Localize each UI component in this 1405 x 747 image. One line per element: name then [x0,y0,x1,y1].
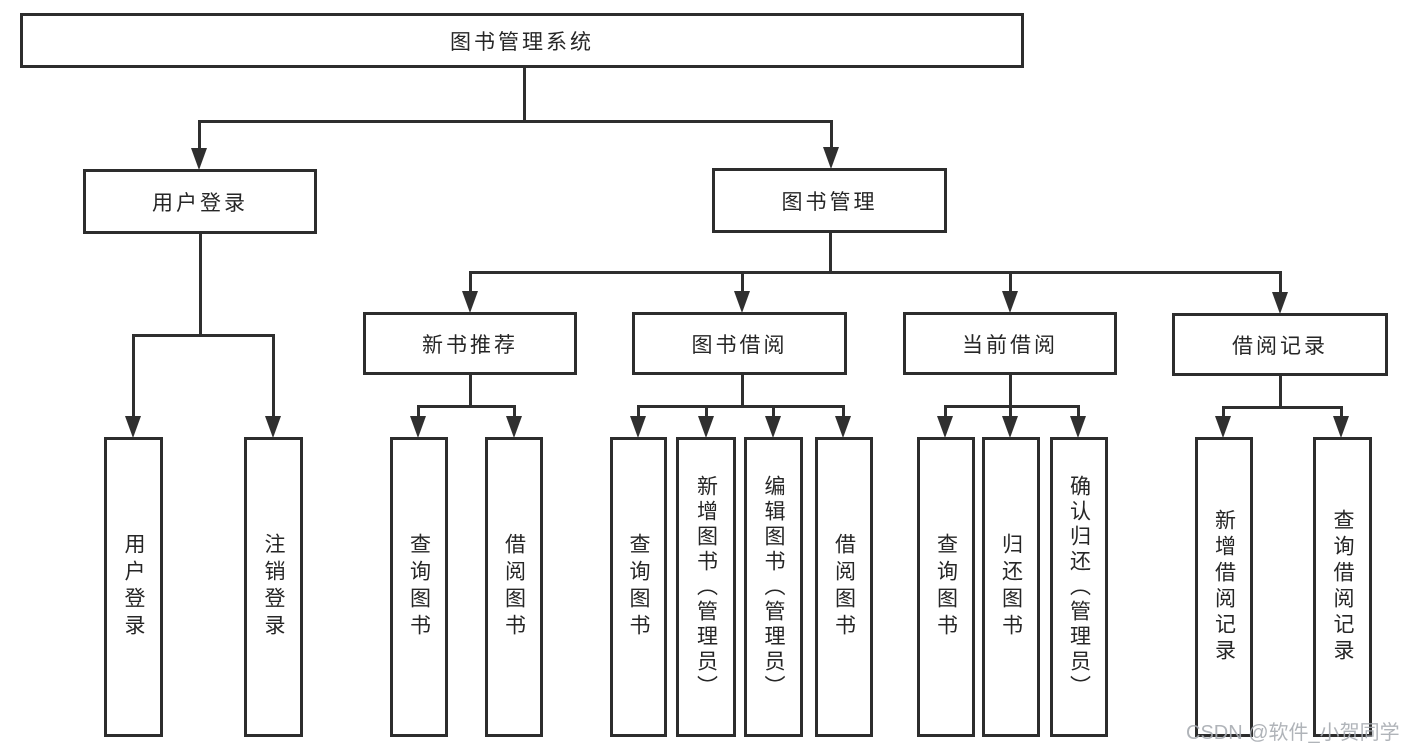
leaf-label: 编辑图书（管理员） [762,474,785,700]
node-book-management-label: 图书管理 [781,190,878,214]
leaf-label: 注销登录 [262,533,285,641]
arrow-down-icon [1070,416,1086,438]
edge-line [1222,406,1343,409]
edge-line [842,405,845,419]
leaf-label: 查询图书 [934,533,958,641]
node-book-borrowing-label: 图书借阅 [691,333,788,357]
arrow-down-icon [630,416,646,438]
leaf-add-books-admin: 新增图书（管理员） [676,437,736,737]
edge-line [944,405,1080,408]
edge-line [741,271,744,293]
edge-line [944,405,947,419]
leaf-logout: 注销登录 [244,437,303,737]
leaf-label: 用户登录 [122,533,145,641]
edge-line [829,231,832,273]
edge-line [1009,271,1012,293]
edge-line [132,334,135,417]
leaf-add-borrow-record: 新增借阅记录 [1195,437,1253,737]
arrow-down-icon [937,416,953,438]
leaf-label: 借阅图书 [832,533,856,641]
leaf-label: 查询借阅记录 [1331,509,1354,665]
leaf-query-borrow-record: 查询借阅记录 [1313,437,1372,737]
edge-line [132,334,275,337]
edge-line [1009,405,1012,419]
arrow-down-icon [410,416,426,438]
leaf-borrow-books-borrowing: 借阅图书 [815,437,873,737]
arrow-down-icon [698,416,714,438]
edge-line [417,405,516,408]
node-new-book-recommend-label: 新书推荐 [422,333,518,357]
arrow-down-icon [1272,292,1288,314]
node-root: 图书管理系统 [20,13,1024,68]
arrow-down-icon [191,148,207,170]
node-borrowing-records-label: 借阅记录 [1232,334,1328,358]
arrow-down-icon [265,416,281,438]
node-borrowing-records: 借阅记录 [1172,313,1388,376]
edge-line [272,334,275,417]
arrow-down-icon [462,291,478,313]
edge-line [830,120,833,152]
arrow-down-icon [1002,416,1018,438]
csdn-watermark: CSDN @软件_小贺同学 [1186,722,1400,744]
edge-line [1279,271,1282,293]
leaf-query-books-borrowing: 查询图书 [610,437,667,737]
leaf-label: 归还图书 [999,533,1023,641]
arrow-down-icon [1002,291,1018,313]
leaf-return-books: 归还图书 [982,437,1040,737]
node-book-management: 图书管理 [712,168,947,233]
edge-line [1279,374,1282,408]
edge-line [1077,405,1080,419]
arrow-down-icon [1215,416,1231,438]
arrow-down-icon [835,416,851,438]
edge-line [523,66,526,122]
leaf-user-login: 用户登录 [104,437,163,737]
arrow-down-icon [823,147,839,169]
edge-line [1009,373,1012,408]
node-current-borrowing-label: 当前借阅 [962,333,1058,357]
leaf-label: 新增图书（管理员） [694,474,718,700]
edge-line [772,405,775,419]
edge-line [198,120,201,152]
leaf-query-books-recommend: 查询图书 [390,437,448,737]
arrow-down-icon [506,416,522,438]
edge-line [1340,406,1343,419]
leaf-label: 新增借阅记录 [1212,509,1236,665]
edge-line [705,405,708,419]
leaf-label: 查询图书 [627,533,650,641]
node-user-login: 用户登录 [83,169,317,234]
edge-line [469,271,1282,274]
edge-line [637,405,640,419]
edge-line [469,271,472,293]
leaf-label: 确认归还（管理员） [1067,474,1091,700]
leaf-label: 查询图书 [407,533,431,641]
edge-line [1222,406,1225,419]
arrow-down-icon [125,416,141,438]
arrow-down-icon [1333,416,1349,438]
node-current-borrowing: 当前借阅 [903,312,1117,375]
leaf-borrow-books-recommend: 借阅图书 [485,437,543,737]
edge-line [741,373,744,408]
edge-line [469,373,472,408]
leaf-label: 借阅图书 [502,533,526,641]
edge-line [637,405,845,408]
arrow-down-icon [734,291,750,313]
node-user-login-label: 用户登录 [152,191,248,215]
node-root-label: 图书管理系统 [450,30,594,54]
edge-line [417,405,420,419]
edge-line [199,232,202,337]
arrow-down-icon [765,416,781,438]
leaf-edit-books-admin: 编辑图书（管理员） [744,437,803,737]
leaf-confirm-return-admin: 确认归还（管理员） [1050,437,1108,737]
node-new-book-recommend: 新书推荐 [363,312,577,375]
leaf-query-books-current: 查询图书 [917,437,975,737]
edge-line [198,120,832,123]
edge-line [513,405,516,419]
node-book-borrowing: 图书借阅 [632,312,847,375]
